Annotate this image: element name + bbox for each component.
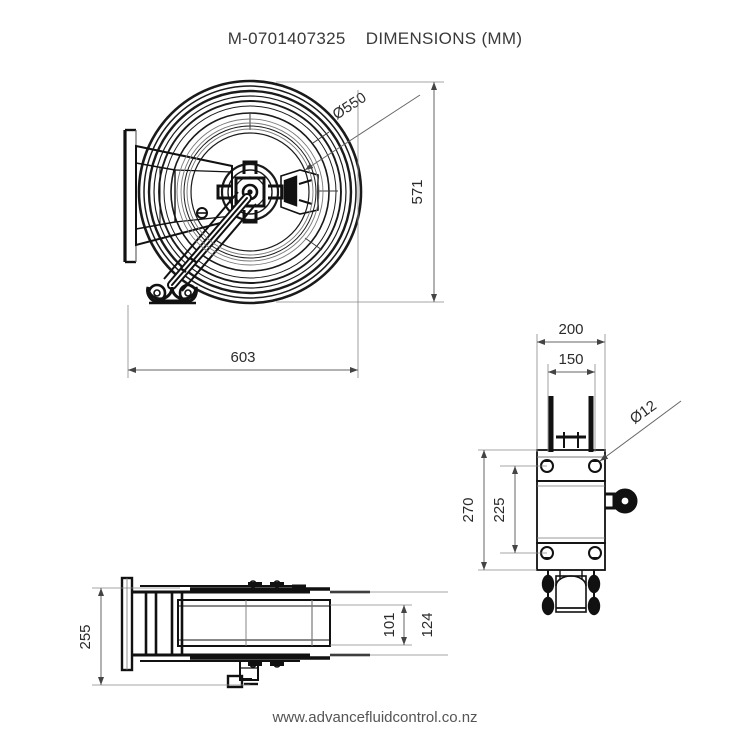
reel-flange-spokes [249, 113, 338, 251]
plan-support-posts [144, 592, 184, 655]
dimension-255-label: 255 [77, 624, 94, 649]
bottom-mounting-plate [536, 542, 606, 571]
dimension-200: 200 [536, 321, 606, 452]
hose-coil [176, 118, 324, 266]
dimension-101-label: 101 [381, 612, 398, 637]
dimension-150: 150 [547, 351, 596, 452]
dimension-124: 124 [330, 591, 448, 656]
swivel-inlet [280, 169, 319, 215]
reel-hub [216, 160, 284, 224]
plan-inlet-fitting [226, 660, 259, 689]
hose-roller-guide [146, 283, 198, 305]
lower-roller-assembly [541, 570, 601, 616]
dimension-270: 270 [460, 449, 537, 571]
dimension-101: 101 [330, 604, 412, 646]
dimension-603: 603 [127, 90, 359, 378]
bolt-hole-lower-right [588, 546, 602, 560]
dimension-270-label: 270 [460, 497, 477, 522]
dimension-603-label: 603 [230, 349, 255, 366]
page-title: M-0701407325 DIMENSIONS (MM) [227, 29, 523, 48]
bolt-hole-right [588, 459, 602, 473]
wall-mount-bracket [123, 128, 233, 264]
drum-body [536, 480, 606, 544]
tension-knob [605, 488, 638, 514]
view-side-elevation: Ø550 571 603 [123, 79, 444, 378]
plan-drum [177, 599, 331, 647]
dimension-571-label: 571 [409, 179, 426, 204]
dimension-dia12: Ø12 [599, 397, 682, 462]
dimension-200-label: 200 [558, 321, 583, 338]
view-front-elevation: 200 150 Ø12 270 [460, 321, 682, 616]
dimension-dia12-label: Ø12 [627, 397, 660, 427]
plan-frame-rails [132, 585, 310, 662]
dimension-225: 225 [491, 465, 547, 554]
reel-uprights [548, 396, 594, 452]
plan-roller-bars [190, 580, 330, 668]
dimension-571: 571 [276, 81, 444, 303]
view-top-plan: 255 101 124 [77, 576, 448, 689]
plan-wall-plate [120, 576, 134, 672]
footer-website-url: www.advancefluidcontrol.co.nz [272, 709, 478, 726]
top-mounting-plate [536, 449, 606, 482]
dimension-255: 255 [77, 587, 250, 686]
dimension-225-label: 225 [491, 497, 508, 522]
hose-guide-arm [163, 191, 257, 292]
dimension-124-label: 124 [419, 612, 436, 637]
dimension-dia550-label: Ø550 [330, 89, 370, 123]
dimension-150-label: 150 [558, 351, 583, 368]
